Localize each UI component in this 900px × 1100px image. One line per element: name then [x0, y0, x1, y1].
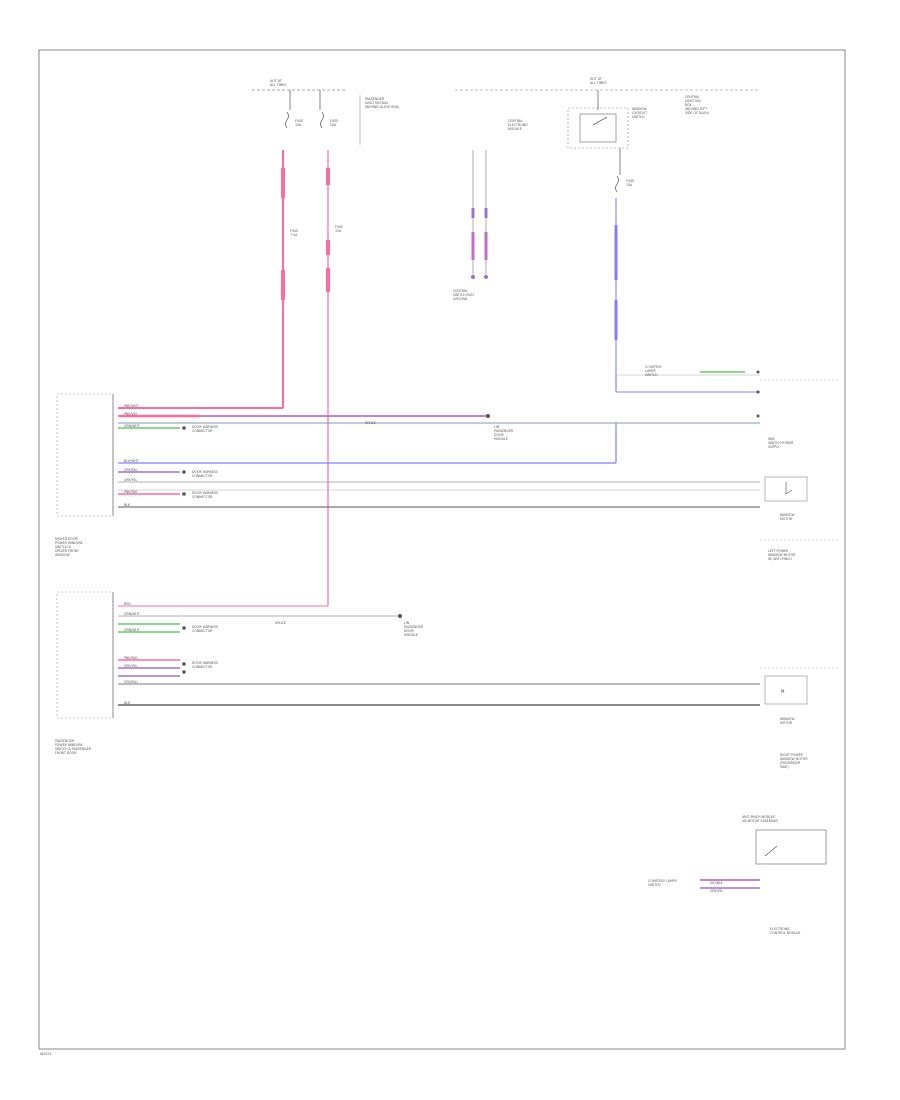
wire-label-w3: GRN/WHT — [124, 424, 140, 428]
wire-label-w13: GRY/YEL — [124, 664, 137, 668]
splice-label-upper: SPLICE — [365, 421, 376, 425]
wire-label-w16: VIO/BLK — [710, 881, 724, 885]
footer-code: W2023 — [40, 1052, 51, 1056]
wire-label-w4: BLU/WHT — [124, 459, 139, 463]
wire-label-w17: GRY/YEL — [710, 889, 723, 893]
diagram-frame — [38, 49, 846, 1050]
upper-wire-bundle: PNK/WHT PNK/VIO GRN/WHT BLU/WHT GRY/BLU … — [118, 404, 760, 508]
anti-pinch-area: ANTI-PINCH MODULE(IN MOTOR ASSEMBLY) VIO… — [648, 815, 827, 935]
wire-label-w2: PNK/VIO — [124, 412, 138, 416]
wire-label-w12: PNK/BLK — [124, 656, 138, 660]
motor-m-symbol: M — [781, 689, 785, 694]
wire-label-w10: GRN/WHT — [124, 612, 140, 616]
wire-label-w14: GRY/BLU — [124, 680, 138, 684]
wire-label-w7: PNK/BLK — [124, 490, 138, 494]
wire-label-w1: PNK/WHT — [124, 404, 139, 408]
wire-label-w15: BLK — [124, 701, 131, 705]
wire-label-w9: RED — [124, 602, 131, 606]
anti-pinch-module-label: ANTI-PINCH MODULE(IN MOTOR ASSEMBLY) — [742, 815, 778, 823]
splice-label-lower: SPLICE — [275, 621, 286, 625]
wire-label-w8: BLK — [124, 503, 131, 507]
lower-wire-bundle: RED GRN/WHT GRN/WHT PNK/BLK GRY/YEL GRY/… — [118, 602, 760, 706]
wire-label-w5: GRY/BLU — [124, 468, 138, 472]
wire-label-w11: GRN/WHT — [124, 628, 140, 632]
wire-label-w6: GRY/YEL — [124, 478, 137, 482]
